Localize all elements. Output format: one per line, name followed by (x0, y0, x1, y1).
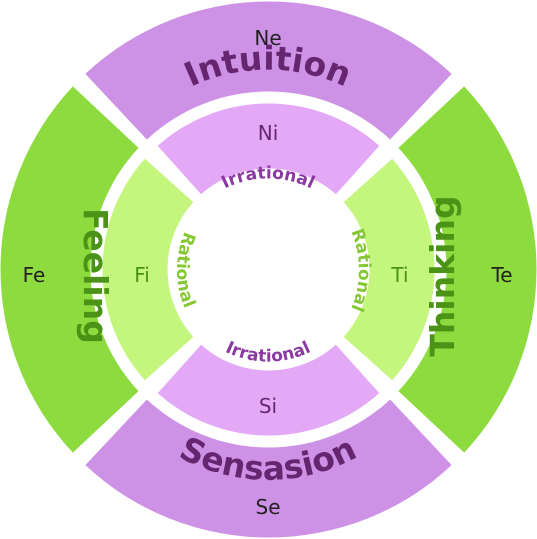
label-te: Te (490, 263, 512, 287)
label-ni: Ni (258, 121, 279, 145)
label-ne: Ne (254, 26, 281, 50)
sector-outer-bottom (85, 399, 452, 538)
label-fi: Fi (134, 263, 150, 287)
center-hole (167, 168, 370, 371)
sector-outer-top (85, 1, 452, 140)
sector-outer-right (398, 86, 537, 453)
axis-thinking: Thinking (423, 195, 462, 356)
sector-inner-top (157, 103, 380, 196)
label-fe: Fe (23, 263, 46, 287)
sector-inner-bottom (157, 343, 380, 436)
label-si: Si (259, 394, 277, 418)
sector-outer-left (0, 86, 139, 453)
label-ti: Ti (390, 263, 408, 287)
sector-inner-left (102, 158, 195, 381)
label-se: Se (256, 495, 281, 519)
axis-feeling: Feeling (76, 208, 115, 344)
sector-inner-right (342, 158, 435, 381)
